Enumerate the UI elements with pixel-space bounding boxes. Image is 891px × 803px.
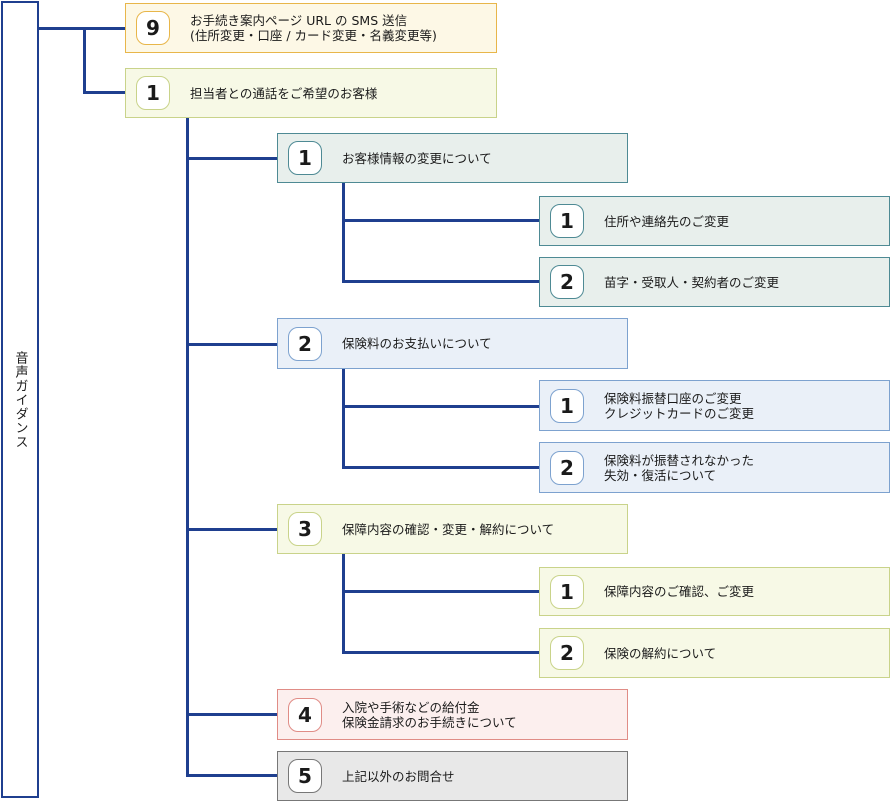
option-label: お手続き案内ページ URL の SMS 送信 (住所変更・口座 / カード変更・… <box>190 13 437 43</box>
option-label: 保障内容の確認・変更・解約について <box>342 521 555 537</box>
option-number-badge: 2 <box>550 450 584 485</box>
option-number-badge: 3 <box>288 512 322 546</box>
option-label: 苗字・受取人・契約者のご変更 <box>604 274 780 290</box>
option-label: 担当者との通話をご希望のお客様 <box>190 85 378 101</box>
option-label: 保険料振替口座のご変更 クレジットカードのご変更 <box>604 390 755 421</box>
connector-to-1-3 <box>186 528 277 531</box>
connector-level2-v <box>186 118 189 777</box>
option-1-1-2-name: 2 苗字・受取人・契約者のご変更 <box>539 257 890 307</box>
connector-to-1-1 <box>186 157 277 160</box>
option-1-2-2-lapse: 2 保険料が振替されなかった 失効・復活について <box>539 442 890 493</box>
option-label: 上記以外のお問合せ <box>342 768 455 784</box>
root-label: 音声ガイダンス <box>12 350 28 449</box>
option-number-badge: 2 <box>550 636 584 670</box>
option-number-badge: 2 <box>288 326 322 361</box>
option-number-badge: 1 <box>550 204 584 238</box>
connector-to-1-3-1 <box>342 590 539 593</box>
option-number-badge: 9 <box>136 11 170 45</box>
option-1-4-claims: 4 入院や手術などの給付金 保険金請求のお手続きについて <box>277 689 628 740</box>
option-number-badge: 1 <box>136 76 170 110</box>
option-1-1-customer-info: 1 お客様情報の変更について <box>277 133 628 183</box>
option-1-3-coverage: 3 保障内容の確認・変更・解約について <box>277 504 628 554</box>
option-number-badge: 4 <box>288 697 322 732</box>
option-9-sms: 9 お手続き案内ページ URL の SMS 送信 (住所変更・口座 / カード変… <box>125 3 497 53</box>
connector-root-h <box>39 27 125 30</box>
option-label: 入院や手術などの給付金 保険金請求のお手続きについて <box>342 699 517 730</box>
option-label: 保険料が振替されなかった 失効・復活について <box>604 452 755 483</box>
connector-1-3-v <box>342 554 345 654</box>
connector-to-1-2 <box>186 343 277 346</box>
connector-1-1-v <box>342 183 345 283</box>
option-1-2-1-account: 1 保険料振替口座のご変更 クレジットカードのご変更 <box>539 380 890 431</box>
option-number-badge: 1 <box>550 574 584 609</box>
option-label: 住所や連絡先のご変更 <box>604 213 730 229</box>
connector-to-1-3-2 <box>342 651 539 654</box>
option-label: 保障内容のご確認、ご変更 <box>604 584 755 599</box>
connector-to-1-2-1 <box>342 405 539 408</box>
option-1-2-payment: 2 保険料のお支払いについて <box>277 318 628 369</box>
option-number-badge: 2 <box>550 265 584 299</box>
connector-to-1-5 <box>186 774 277 777</box>
option-label: お客様情報の変更について <box>342 150 492 166</box>
connector-level1-v <box>83 27 86 94</box>
root-voice-guidance: 音声ガイダンス <box>1 1 39 798</box>
connector-to-1-1-1 <box>342 219 539 222</box>
connector-to-1-1-2 <box>342 280 539 283</box>
connector-to-1-4 <box>186 713 277 716</box>
connector-1-2-v <box>342 369 345 469</box>
option-1-3-1-confirm: 1 保障内容のご確認、ご変更 <box>539 567 890 616</box>
connector-to-1-2-2 <box>342 466 539 469</box>
connector-to-1 <box>83 91 125 94</box>
option-1-1-1-address: 1 住所や連絡先のご変更 <box>539 196 890 246</box>
option-label: 保険料のお支払いについて <box>342 336 492 351</box>
option-number-badge: 1 <box>550 388 584 423</box>
option-1-operator: 1 担当者との通話をご希望のお客様 <box>125 68 497 118</box>
option-number-badge: 5 <box>288 759 322 793</box>
option-1-3-2-cancel: 2 保険の解約について <box>539 628 890 678</box>
option-number-badge: 1 <box>288 141 322 175</box>
option-1-5-other: 5 上記以外のお問合せ <box>277 751 628 801</box>
option-label: 保険の解約について <box>604 645 717 661</box>
